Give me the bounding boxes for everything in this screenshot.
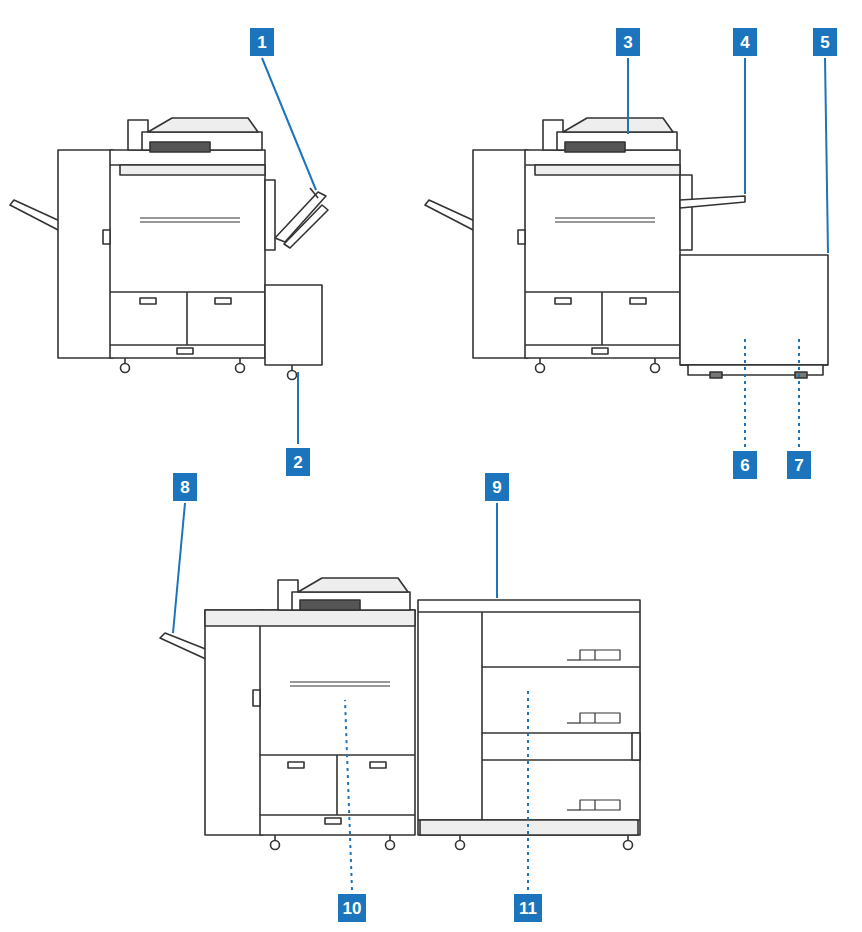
callout-number: 10 [338, 894, 367, 922]
leader-lines [173, 58, 828, 890]
printer-b [425, 118, 828, 378]
callout-number: 8 [173, 473, 197, 501]
printer-a [10, 118, 328, 380]
callout-text: 7 [794, 457, 803, 474]
callout-number: 9 [485, 473, 509, 501]
callout-text: 6 [740, 457, 749, 474]
callout-text: 11 [519, 900, 537, 917]
callout-number: 2 [286, 448, 310, 476]
callout-text: 3 [623, 34, 632, 51]
callout-number: 7 [787, 451, 811, 479]
callout-number: 4 [733, 28, 757, 56]
callout-text: 10 [343, 900, 362, 917]
callout-number: 5 [813, 28, 837, 56]
callout-number: 1 [250, 28, 274, 56]
callout-text: 8 [180, 479, 189, 496]
callout-text: 4 [740, 34, 749, 51]
printer-c [160, 578, 640, 850]
callout-text: 2 [293, 454, 302, 471]
callout-text: 1 [257, 34, 266, 51]
callout-text: 9 [492, 479, 501, 496]
callout-number: 3 [616, 28, 640, 56]
callout-number: 6 [733, 451, 757, 479]
callout-number: 11 [514, 894, 542, 922]
callout-text: 5 [820, 34, 829, 51]
